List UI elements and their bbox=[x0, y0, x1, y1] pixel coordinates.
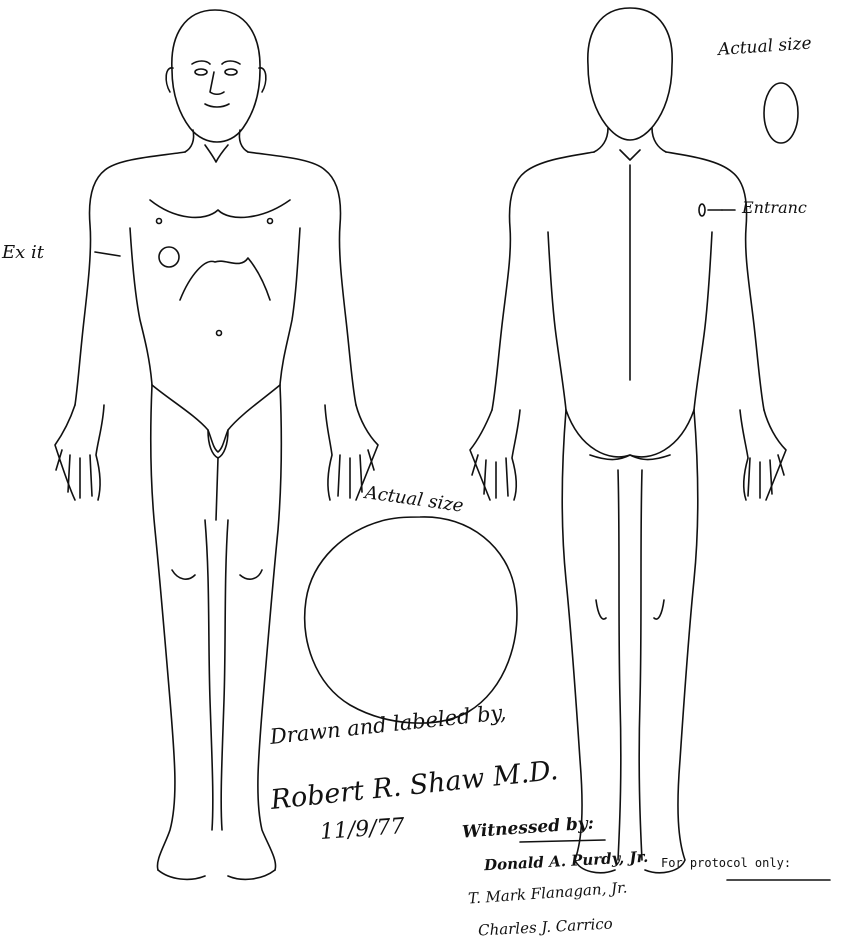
back-body-figure bbox=[470, 8, 786, 873]
protocol-label: For protocol only: bbox=[661, 856, 791, 870]
exit-wound-label: Ex it bbox=[2, 242, 44, 263]
wound-size-markers bbox=[305, 83, 798, 723]
witness-underline bbox=[520, 840, 605, 842]
exit-pointer-line bbox=[95, 252, 120, 256]
front-body-figure bbox=[55, 10, 378, 879]
entrance-wound-label: Entranc bbox=[742, 198, 807, 217]
